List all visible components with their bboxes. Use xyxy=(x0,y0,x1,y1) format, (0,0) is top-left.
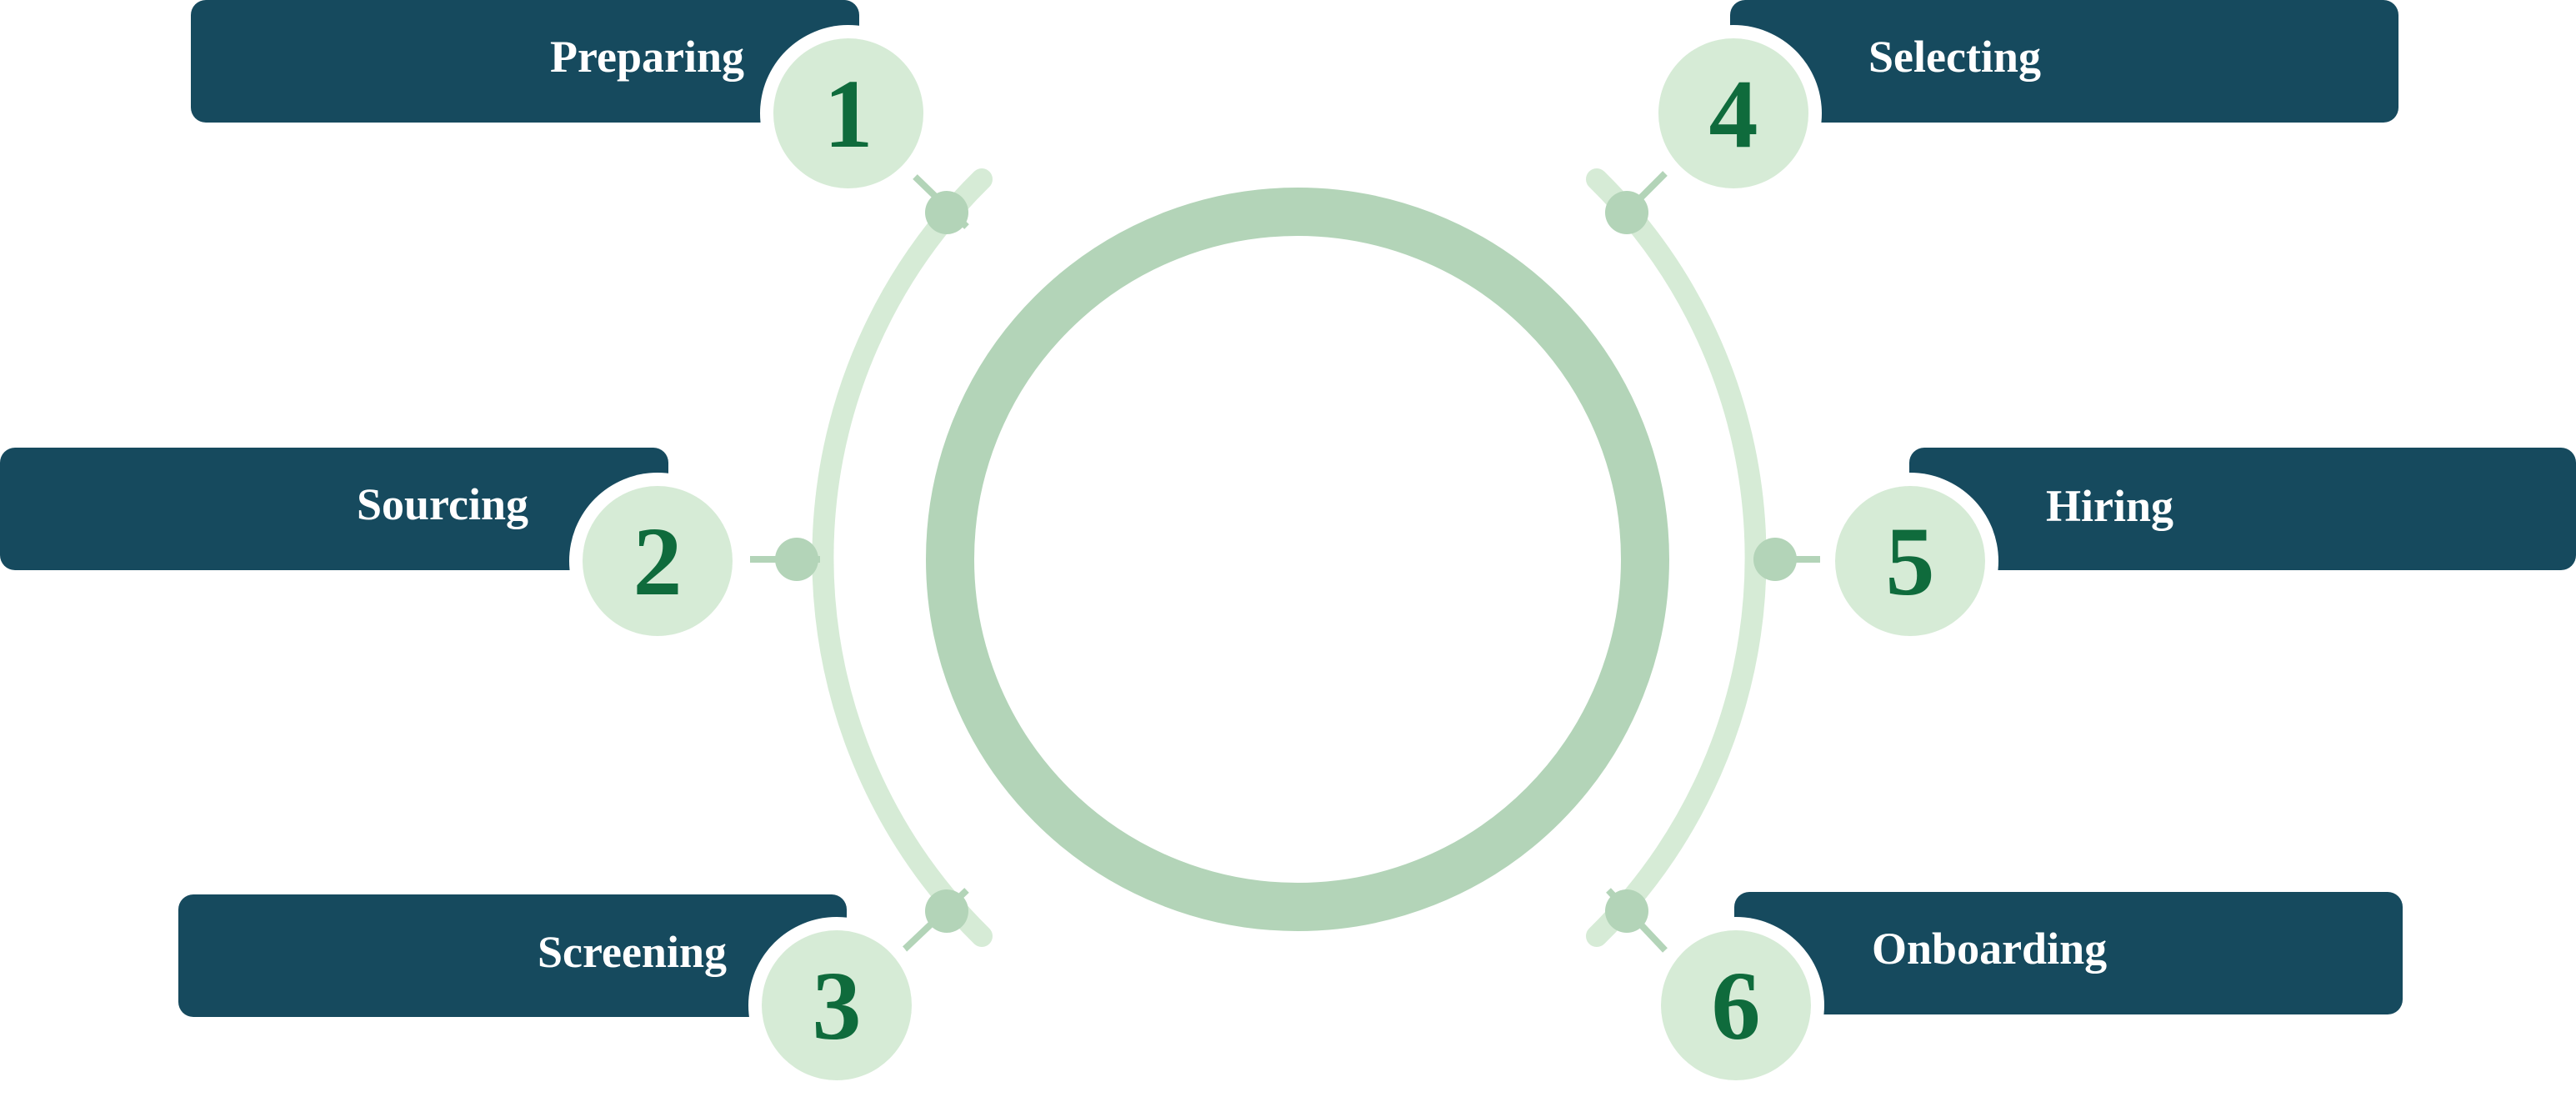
step-4: Selecting 4 xyxy=(1645,25,2041,202)
step-2-banner xyxy=(0,448,668,570)
step-3-banner xyxy=(178,894,847,1017)
step-5-badge xyxy=(1835,486,1985,636)
step-2-label: Sourcing xyxy=(357,479,528,529)
step-5: Hiring 5 xyxy=(1822,473,2173,649)
step-6-badge xyxy=(1661,930,1811,1080)
step-2: Sourcing 2 xyxy=(357,473,746,649)
left-arc xyxy=(812,168,993,947)
step-5-number: 5 xyxy=(1886,507,1935,616)
step-2-connector-dot xyxy=(775,538,818,581)
step-3-connector-dot xyxy=(925,889,968,933)
step-3-label: Screening xyxy=(538,927,727,977)
step-5-label: Hiring xyxy=(2046,481,2173,531)
step-3-badge xyxy=(762,930,912,1080)
step-2-badge xyxy=(583,486,733,636)
step-3-number: 3 xyxy=(813,951,862,1060)
center-ring xyxy=(926,188,1669,931)
step-6-label: Onboarding xyxy=(1872,924,2107,974)
step-6-connector-dot xyxy=(1605,889,1648,933)
step-4-number: 4 xyxy=(1709,59,1758,168)
step-1-connector-dot xyxy=(925,191,968,234)
step-6-banner xyxy=(1734,892,2403,1014)
step-6-number: 6 xyxy=(1712,951,1761,1060)
step-1-banner xyxy=(191,0,859,123)
step-1: Preparing 1 xyxy=(550,25,937,202)
step-4-banner xyxy=(1730,0,2398,123)
step-4-label: Selecting xyxy=(1868,32,2041,82)
step-5-connector-dot xyxy=(1753,538,1797,581)
step-2-number: 2 xyxy=(633,507,683,616)
step-6: Onboarding 6 xyxy=(1648,917,2107,1094)
right-arc xyxy=(1586,168,1767,947)
step-4-badge xyxy=(1658,38,1808,188)
step-5-banner xyxy=(1909,448,2576,570)
step-1-number: 1 xyxy=(824,59,873,168)
step-1-badge xyxy=(773,38,923,188)
step-1-label: Preparing xyxy=(550,32,744,82)
step-3: Screening 3 xyxy=(538,917,925,1094)
step-4-connector-dot xyxy=(1605,191,1648,234)
